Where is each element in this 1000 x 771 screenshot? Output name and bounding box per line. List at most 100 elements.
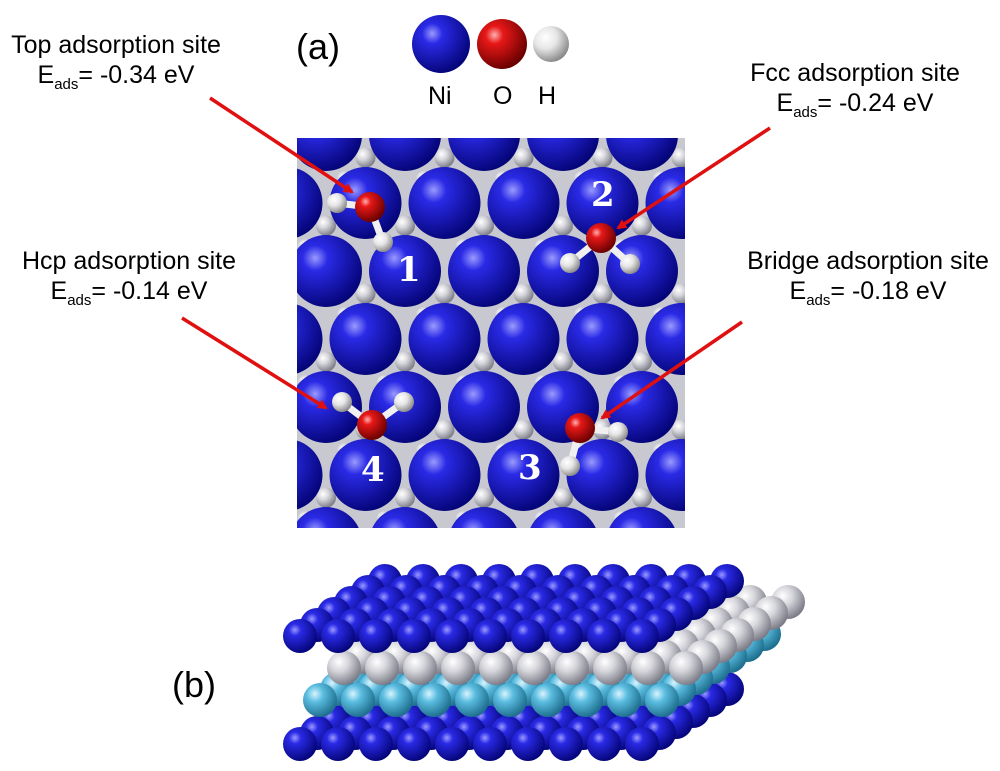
label-hcp-site-title: Hcp adsorption site	[21, 247, 236, 275]
subsurface-atom	[258, 307, 276, 325]
ni-surface-atom	[606, 235, 678, 307]
site-number-3: 3	[518, 448, 542, 488]
second-layer-atom	[241, 153, 257, 169]
second-layer-atom	[493, 683, 527, 717]
ni-surface-atom	[372, 507, 438, 528]
h-atom	[327, 193, 347, 213]
second-layer-atom	[531, 683, 565, 717]
ni-top-atom	[511, 619, 545, 653]
subsurface-atom	[355, 147, 376, 168]
ni-bottom-atom	[549, 727, 583, 761]
subsurface-atom	[553, 351, 573, 372]
subsurface-atom	[553, 487, 573, 508]
subsurface-atom	[771, 511, 789, 529]
ni-surface-atom	[408, 303, 481, 375]
ni-surface-atom	[329, 303, 402, 375]
ni-surface-atom	[297, 507, 359, 528]
ni-surface-atom	[408, 167, 481, 239]
legend-ni-sphere	[412, 15, 470, 73]
second-layer-atom	[713, 244, 729, 260]
subsurface-atom	[790, 488, 810, 508]
subsurface-atom	[711, 488, 731, 508]
h-atom	[560, 253, 580, 273]
subsurface-atom	[613, 103, 631, 121]
second-layer-atom	[241, 425, 257, 441]
ni-bottom-atom	[473, 727, 507, 761]
subsurface-atom	[555, 651, 589, 685]
ni-surface-atom	[606, 138, 678, 171]
subsurface-atom	[751, 556, 771, 576]
h-atom	[560, 456, 580, 476]
ni-surface-atom	[646, 31, 718, 103]
legend-label-h: H	[538, 82, 557, 110]
subsurface-atom	[553, 215, 573, 236]
ni-surface-atom	[645, 303, 685, 375]
subsurface-atom	[316, 215, 336, 236]
ni-surface-atom	[329, 439, 402, 511]
ni-surface-atom	[685, 371, 757, 443]
subsurface-atom	[395, 487, 415, 508]
second-layer-atom	[517, 85, 533, 101]
legend-label-o: O	[493, 82, 513, 110]
subsurface-atom	[732, 443, 750, 461]
second-layer-atom	[555, 108, 571, 124]
ni-surface-atom	[211, 99, 283, 171]
ni-bottom-atom	[435, 727, 469, 761]
second-layer-atom	[320, 561, 336, 577]
panel-b-label: (b)	[172, 664, 216, 705]
subsurface-atom	[711, 216, 731, 236]
subsurface-atom	[434, 147, 455, 168]
subsurface-atom	[732, 171, 750, 189]
second-layer-atom	[397, 108, 413, 124]
arrow-hcp-site	[181, 316, 328, 410]
h-atom	[620, 254, 640, 274]
ni-surface-atom	[408, 439, 481, 511]
h-atom	[608, 422, 628, 442]
subsurface-atom	[771, 375, 789, 393]
ni-surface-atom	[297, 371, 362, 443]
subsurface-atom	[474, 215, 494, 236]
second-layer-atom	[645, 683, 679, 717]
subsurface-atom	[669, 651, 703, 685]
second-layer-atom	[280, 357, 296, 373]
subsurface-atom	[592, 147, 613, 168]
ni-surface-atom	[297, 304, 323, 374]
legend-o-sphere	[477, 19, 527, 69]
ni-top-atom	[473, 619, 507, 653]
ni-bottom-atom	[283, 727, 317, 761]
second-layer-atom	[753, 448, 769, 464]
second-layer-atom	[569, 683, 603, 717]
ni-surface-atom	[297, 138, 362, 171]
subsurface-atom	[434, 283, 455, 304]
second-layer-atom	[279, 584, 295, 600]
ni-surface-atom	[448, 138, 520, 171]
second-layer-atom	[280, 493, 296, 509]
second-layer-atom	[634, 108, 650, 124]
second-layer-atom	[280, 221, 296, 237]
label-top-site-title: Top adsorption site	[11, 31, 221, 59]
second-layer-atom	[675, 85, 691, 101]
subsurface-atom	[258, 579, 276, 597]
subsurface-atom	[751, 148, 771, 168]
label-bridge-site: Bridge adsorption site Eads= -0.18 eV	[736, 246, 1000, 316]
arrow-bridge-site	[600, 320, 743, 420]
ni-surface-atom	[487, 303, 560, 375]
top-view-slab	[211, 31, 810, 600]
subsurface-atom	[692, 239, 710, 257]
second-layer-atom	[318, 108, 334, 124]
subsurface-atom	[751, 420, 771, 440]
h-atom	[394, 392, 414, 412]
subsurface-atom	[632, 487, 652, 508]
ni-surface-atom	[530, 507, 596, 528]
subsurface-atom	[258, 171, 276, 189]
second-layer-atom	[713, 516, 729, 532]
subsurface-atom	[277, 284, 297, 304]
ni-surface-atom	[369, 235, 441, 307]
subsurface-atom	[395, 215, 415, 236]
subsurface-atom	[474, 351, 494, 372]
ni-surface-atom	[330, 31, 402, 103]
subsurface-atom	[517, 651, 551, 685]
subsurface-atom	[297, 103, 315, 121]
subsurface-atom	[632, 351, 652, 372]
second-layer-atom	[792, 516, 808, 532]
